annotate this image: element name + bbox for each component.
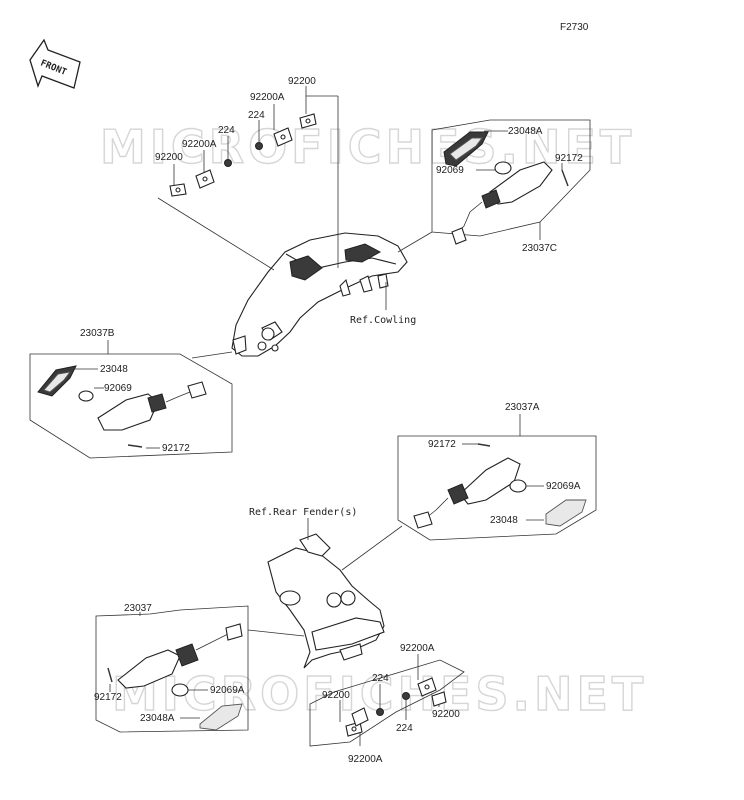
bulb-92069a-rear-left — [171, 683, 189, 697]
label-92069-front-right: 92069 — [436, 165, 464, 176]
label-23037b: 23037B — [80, 328, 115, 339]
bolt-224-rear-upper — [376, 708, 384, 716]
screw-92172-front-right — [561, 169, 569, 187]
label-92200a-top: 92200A — [250, 92, 285, 103]
box-23037b — [29, 353, 233, 459]
label-92200-rear-left: 92200 — [322, 690, 350, 701]
label-92069a-rear-left: 92069A — [210, 685, 245, 696]
rear-fender-bracket — [267, 533, 385, 669]
lens-23048-front-left — [37, 365, 77, 397]
label-23037c: 23037C — [522, 243, 557, 254]
signal-body-23037a — [413, 457, 521, 529]
lens-23048-rear-right — [545, 499, 587, 527]
figure-code: F2730 — [560, 22, 589, 33]
bracket-92200a-top — [273, 127, 293, 147]
signal-body-23037 — [117, 623, 243, 689]
label-224-top-left: 224 — [218, 125, 235, 136]
ref-rear-fender: Ref.Rear Fender(s) — [249, 507, 357, 518]
clip-92200-top — [299, 113, 317, 129]
screw-92172-front-left — [127, 444, 143, 448]
clip-92200-rear-right — [431, 691, 447, 707]
lens-23048a-rear-left — [199, 703, 243, 731]
screw-92172-rear-right — [477, 443, 491, 447]
box-23037c — [431, 119, 591, 237]
lens-23048a-front-right — [443, 131, 489, 167]
bolt-224-rear-lower — [402, 692, 410, 700]
signal-body-23037b — [97, 381, 207, 431]
bracket-92200a-top-left — [195, 169, 215, 189]
label-23048a-rear-left: 23048A — [140, 713, 175, 724]
label-92172-front-left: 92172 — [162, 443, 190, 454]
box-rear-fasteners — [309, 659, 465, 747]
label-224-top-right: 224 — [248, 110, 265, 121]
label-92172-rear-right: 92172 — [428, 439, 456, 450]
label-92200-top-left: 92200 — [155, 152, 183, 163]
bolt-224-top-left — [224, 159, 232, 167]
box-23037a — [397, 435, 597, 541]
box-23037 — [95, 605, 249, 733]
label-92200-top: 92200 — [288, 76, 316, 87]
label-92172-rear-left: 92172 — [94, 692, 122, 703]
bracket-92200a-rear-bottom — [351, 707, 369, 727]
label-92200a-rear-right: 92200A — [400, 643, 435, 654]
label-92200a-top-left: 92200A — [182, 139, 217, 150]
bulb-92069-front-left — [78, 390, 94, 402]
label-23037: 23037 — [124, 603, 152, 614]
label-224-rear-upper: 224 — [372, 673, 389, 684]
front-cowling-housing — [231, 232, 408, 357]
label-23048-front-left: 23048 — [100, 364, 128, 375]
label-92200-rear-right: 92200 — [432, 709, 460, 720]
bolt-224-top-right — [255, 142, 263, 150]
label-92069a-rear-right: 92069A — [546, 481, 581, 492]
front-arrow-icon: FRONT — [29, 38, 81, 89]
ref-cowling: Ref.Cowling — [350, 315, 416, 326]
label-92069-front-left: 92069 — [104, 383, 132, 394]
bracket-92200a-rear-right — [417, 677, 437, 697]
watermark-top: MICROFICHES.NET — [100, 120, 635, 174]
label-23037a: 23037A — [505, 402, 540, 413]
clip-92200-top-left — [169, 183, 187, 197]
bulb-92069-front-right — [494, 161, 512, 175]
label-23048a-front-right: 23048A — [508, 126, 543, 137]
label-92172-front-right: 92172 — [555, 153, 583, 164]
label-92200a-rear-bottom: 92200A — [348, 754, 383, 765]
label-224-rear-lower: 224 — [396, 723, 413, 734]
label-23048-rear-right: 23048 — [490, 515, 518, 526]
bulb-92069a-rear-right — [509, 479, 527, 493]
screw-92172-rear-left — [107, 667, 113, 683]
signal-body-23037c — [451, 161, 553, 245]
